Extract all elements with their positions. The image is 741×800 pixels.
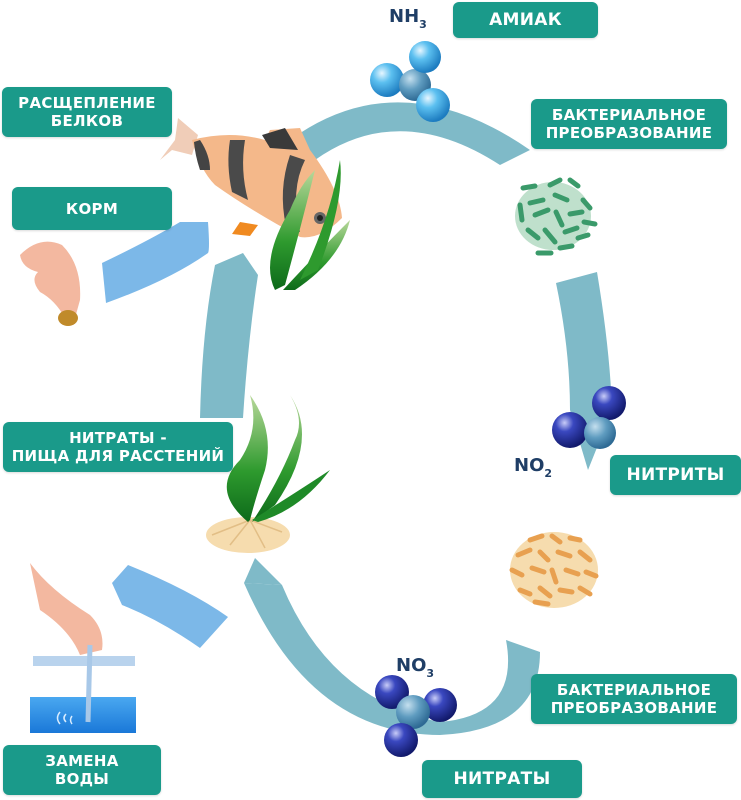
label-line-1: РАСЩЕПЛЕНИЕ	[18, 94, 156, 112]
nitrate-formula: NO3	[396, 655, 434, 680]
label-food: КОРМ	[12, 187, 172, 230]
hand-feeding-icon	[20, 241, 81, 326]
label-line-1: БАКТЕРИАЛЬНОЕ	[556, 681, 712, 699]
label-line-1: ЗАМЕНА	[45, 752, 119, 770]
label-line-2: ПРЕОБРАЗОВАНИЕ	[550, 699, 718, 717]
nitrate-molecule-icon	[375, 675, 457, 757]
green-bacteria-icon	[515, 177, 598, 256]
label-nitrites-text: НИТРИТЫ	[626, 465, 725, 485]
aquatic-plant-icon	[270, 160, 350, 290]
water-change-arrow	[112, 565, 228, 648]
nitrate-formula-sub: 3	[426, 667, 435, 680]
cycle-arrow-left	[200, 253, 258, 418]
label-bacterial-conversion-2: БАКТЕРИАЛЬНОЕ ПРЕОБРАЗОВАНИЕ	[531, 674, 737, 724]
ammonia-formula-base: NH	[389, 6, 420, 27]
label-bacterial-conversion-1: БАКТЕРИАЛЬНОЕ ПРЕОБРАЗОВАНИЕ	[531, 99, 727, 149]
nitrite-formula-base: NO	[514, 455, 545, 476]
label-water-change: ЗАМЕНА ВОДЫ	[3, 745, 161, 795]
label-plant-food: НИТРАТЫ - ПИЩА ДЛЯ РАССТЕНИЙ	[3, 422, 233, 472]
hand-water-change-icon	[30, 563, 136, 733]
food-arrow	[102, 222, 209, 303]
nitrite-molecule-icon	[552, 386, 626, 449]
label-line-2: ВОДЫ	[54, 770, 110, 788]
cycle-arrow-bottom	[244, 558, 540, 735]
label-protein-breakdown: РАСЩЕПЛЕНИЕ БЕЛКОВ	[2, 87, 172, 137]
label-nitrates-text: НИТРАТЫ	[453, 769, 551, 789]
nitrite-formula-sub: 2	[544, 467, 553, 480]
ammonia-formula: NH3	[389, 6, 427, 31]
ammonia-formula-sub: 3	[419, 18, 427, 31]
plant-with-roots-icon	[206, 395, 330, 553]
nitrate-formula-base: NO	[396, 655, 427, 676]
orange-bacteria-icon	[509, 532, 599, 608]
label-line-2: ПИЩА ДЛЯ РАССТЕНИЙ	[11, 447, 225, 465]
cycle-arrow-top	[290, 102, 530, 165]
label-ammonia: АМИАК	[453, 2, 598, 38]
label-line-1: НИТРАТЫ -	[69, 429, 167, 447]
label-nitrates: НИТРАТЫ	[422, 760, 582, 798]
label-food-text: КОРМ	[65, 199, 119, 218]
label-nitrites: НИТРИТЫ	[610, 455, 741, 495]
label-line-2: ПРЕОБРАЗОВАНИЕ	[545, 124, 713, 142]
label-line-1: БАКТЕРИАЛЬНОЕ	[551, 106, 707, 124]
label-line-2: БЕЛКОВ	[50, 112, 124, 130]
nitrite-formula: NO2	[514, 455, 552, 480]
label-ammonia-text: АМИАК	[489, 10, 562, 30]
ammonia-molecule-icon	[370, 41, 450, 122]
